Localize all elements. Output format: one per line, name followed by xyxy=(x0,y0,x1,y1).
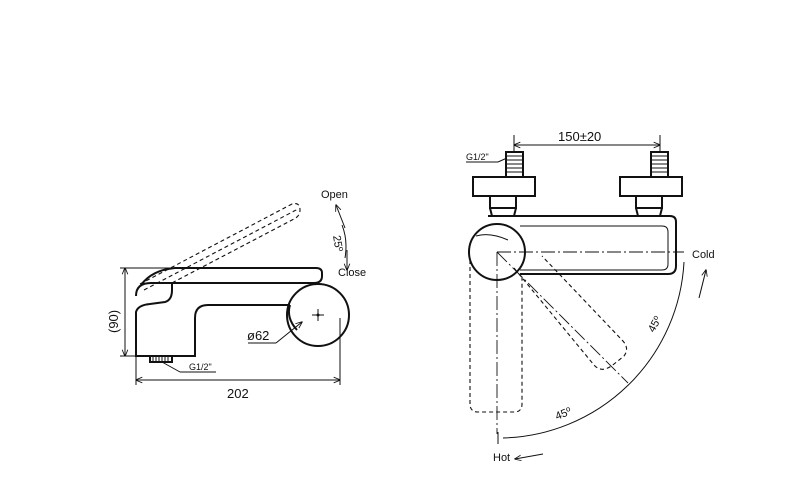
side-diameter-label: ø62 xyxy=(247,328,269,343)
right-inlet xyxy=(619,151,683,217)
top-body-bar xyxy=(488,215,677,275)
side-open-arrow xyxy=(336,205,346,229)
cold-arrow xyxy=(698,270,706,299)
top-spacing-label: 150±20 xyxy=(558,129,601,144)
side-knob-circle xyxy=(286,283,350,347)
side-length-label: 202 xyxy=(227,386,249,401)
side-height-label: (90) xyxy=(106,310,121,333)
top-body-inner xyxy=(520,225,669,271)
top-view: 150±20 G1/2" xyxy=(466,129,715,464)
side-lever-open-edge xyxy=(143,208,299,291)
side-view: Open Close 25º (90) ø62 G1/2" 202 xyxy=(106,189,366,401)
hot-arrow xyxy=(515,453,544,459)
rotation-arc xyxy=(502,261,685,439)
side-lever-open xyxy=(139,203,301,285)
angle-hot-label: 45º xyxy=(554,406,574,423)
hot-label: Hot xyxy=(493,452,510,464)
cold-label: Cold xyxy=(692,249,715,261)
top-thread-label: G1/2" xyxy=(466,152,489,162)
side-body-outline xyxy=(135,267,323,357)
thread-leader xyxy=(161,361,181,373)
centerline-diagonal xyxy=(496,251,629,384)
side-inlet-nut xyxy=(149,355,173,363)
side-close-label: Close xyxy=(338,267,366,279)
angle-cold-label: 45º xyxy=(646,314,664,334)
side-angle-label: 25º xyxy=(330,234,345,252)
side-inlet-thread xyxy=(152,356,169,362)
lever-hot-position xyxy=(469,260,523,413)
side-angle-arc xyxy=(341,224,347,259)
diameter-leader xyxy=(275,322,302,344)
lever-cold-position xyxy=(513,255,628,370)
top-knob-inner xyxy=(475,234,509,241)
side-open-label: Open xyxy=(321,189,348,201)
side-thread-label: G1/2" xyxy=(189,362,212,372)
